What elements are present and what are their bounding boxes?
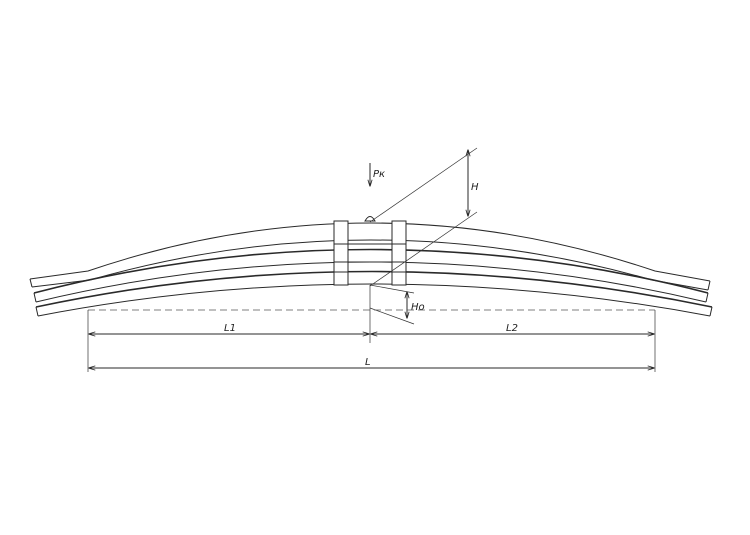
center-bolt-head [364,216,376,222]
height-dimension [369,147,478,287]
span-dimensions [87,310,656,372]
span-total-label: L [365,357,371,368]
center-clamp [333,220,407,286]
leaf-3 [35,270,713,317]
leaf-1 [29,222,711,291]
height-zero-dimension [369,284,415,325]
force-label: Pк [373,169,385,180]
span-right-label: L2 [506,323,518,334]
height-label: H [471,182,479,193]
height-zero-label: Ho [411,302,425,313]
span-left-label: L1 [224,323,236,334]
spring-leaves [29,222,713,317]
leaf-2 [33,248,709,303]
